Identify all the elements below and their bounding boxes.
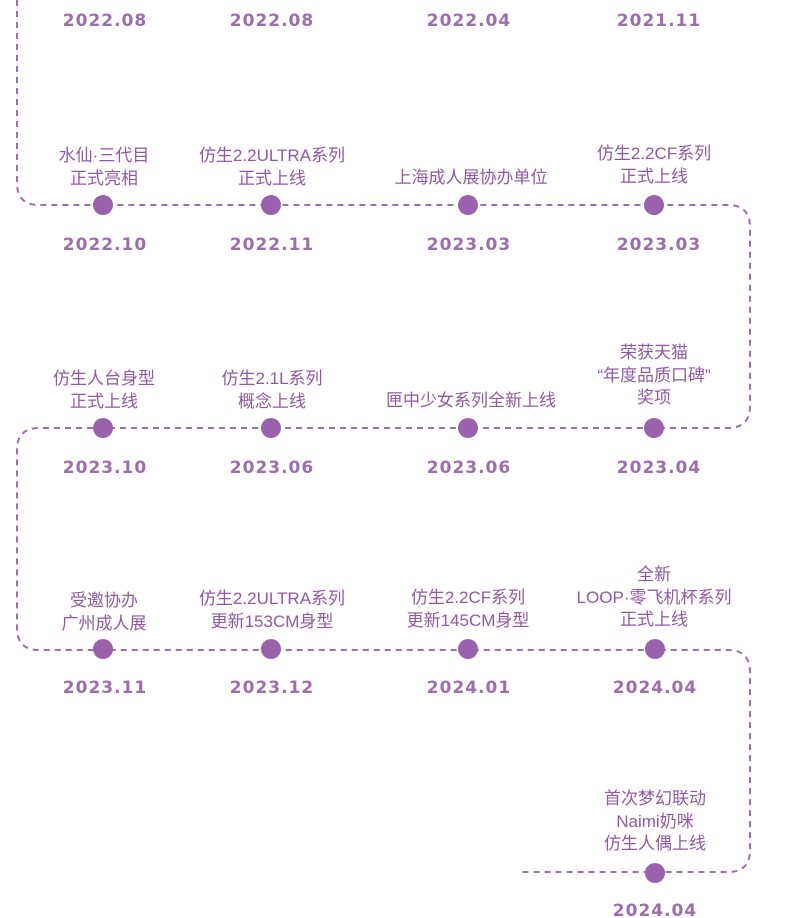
timeline-dot (93, 195, 113, 215)
timeline-dot (261, 195, 281, 215)
milestone-label: 仿生2.2CF系列 正式上线 (596, 144, 712, 186)
milestone-label: 上海成人展协办单位 (394, 168, 548, 187)
timeline-dot (645, 863, 665, 883)
milestone-date: 2024.04 (612, 678, 698, 698)
milestone-date: 2023.10 (62, 458, 148, 478)
milestone-label: 首次梦幻联动 Naimi奶咪 仿生人偶上线 (604, 789, 706, 853)
milestone-label: 仿生2.2ULTRA系列 正式上线 (198, 146, 346, 188)
milestone-label: 仿生2.2CF系列 更新145CM身型 (406, 588, 530, 630)
timeline-dot (93, 639, 113, 659)
milestone-label: 匣中少女系列全新上线 (386, 391, 556, 410)
milestone-label: 水仙·三代目 正式亮相 (58, 146, 150, 188)
timeline-dot (645, 639, 665, 659)
milestone-date: 2024.01 (426, 678, 512, 698)
milestone-label: 全新 LOOP·零飞机杯系列 正式上线 (576, 565, 732, 629)
milestone-label: 仿生2.1L系列 概念上线 (221, 369, 323, 411)
milestone-date: 2023.03 (426, 235, 512, 255)
milestone-label: 荣获天猫 “年度品质口碑” 奖项 (597, 343, 711, 407)
top-date: 2022.08 (229, 11, 315, 31)
milestone-date: 2023.04 (616, 458, 702, 478)
milestone-label: 受邀协办 广州成人展 (61, 591, 147, 633)
milestone-date: 2023.11 (62, 678, 148, 698)
top-date: 2022.08 (62, 11, 148, 31)
top-date: 2021.11 (616, 11, 702, 31)
timeline-dot (261, 639, 281, 659)
timeline-dot (644, 418, 664, 438)
milestone-date: 2023.12 (229, 678, 315, 698)
milestone-date: 2024.04 (612, 901, 698, 918)
timeline-dot (458, 418, 478, 438)
timeline-dot (644, 195, 664, 215)
milestone-date: 2023.06 (229, 458, 315, 478)
milestone-label: 仿生2.2ULTRA系列 更新153CM身型 (198, 589, 346, 631)
timeline-dot (261, 418, 281, 438)
timeline-dot (458, 195, 478, 215)
milestone-date: 2022.11 (229, 235, 315, 255)
milestone-label: 仿生人台身型 正式上线 (53, 369, 155, 411)
timeline-dot (93, 418, 113, 438)
timeline-dot (458, 639, 478, 659)
milestone-date: 2023.06 (426, 458, 512, 478)
top-date: 2022.04 (426, 11, 512, 31)
milestone-date: 2022.10 (62, 235, 148, 255)
milestone-date: 2023.03 (616, 235, 702, 255)
